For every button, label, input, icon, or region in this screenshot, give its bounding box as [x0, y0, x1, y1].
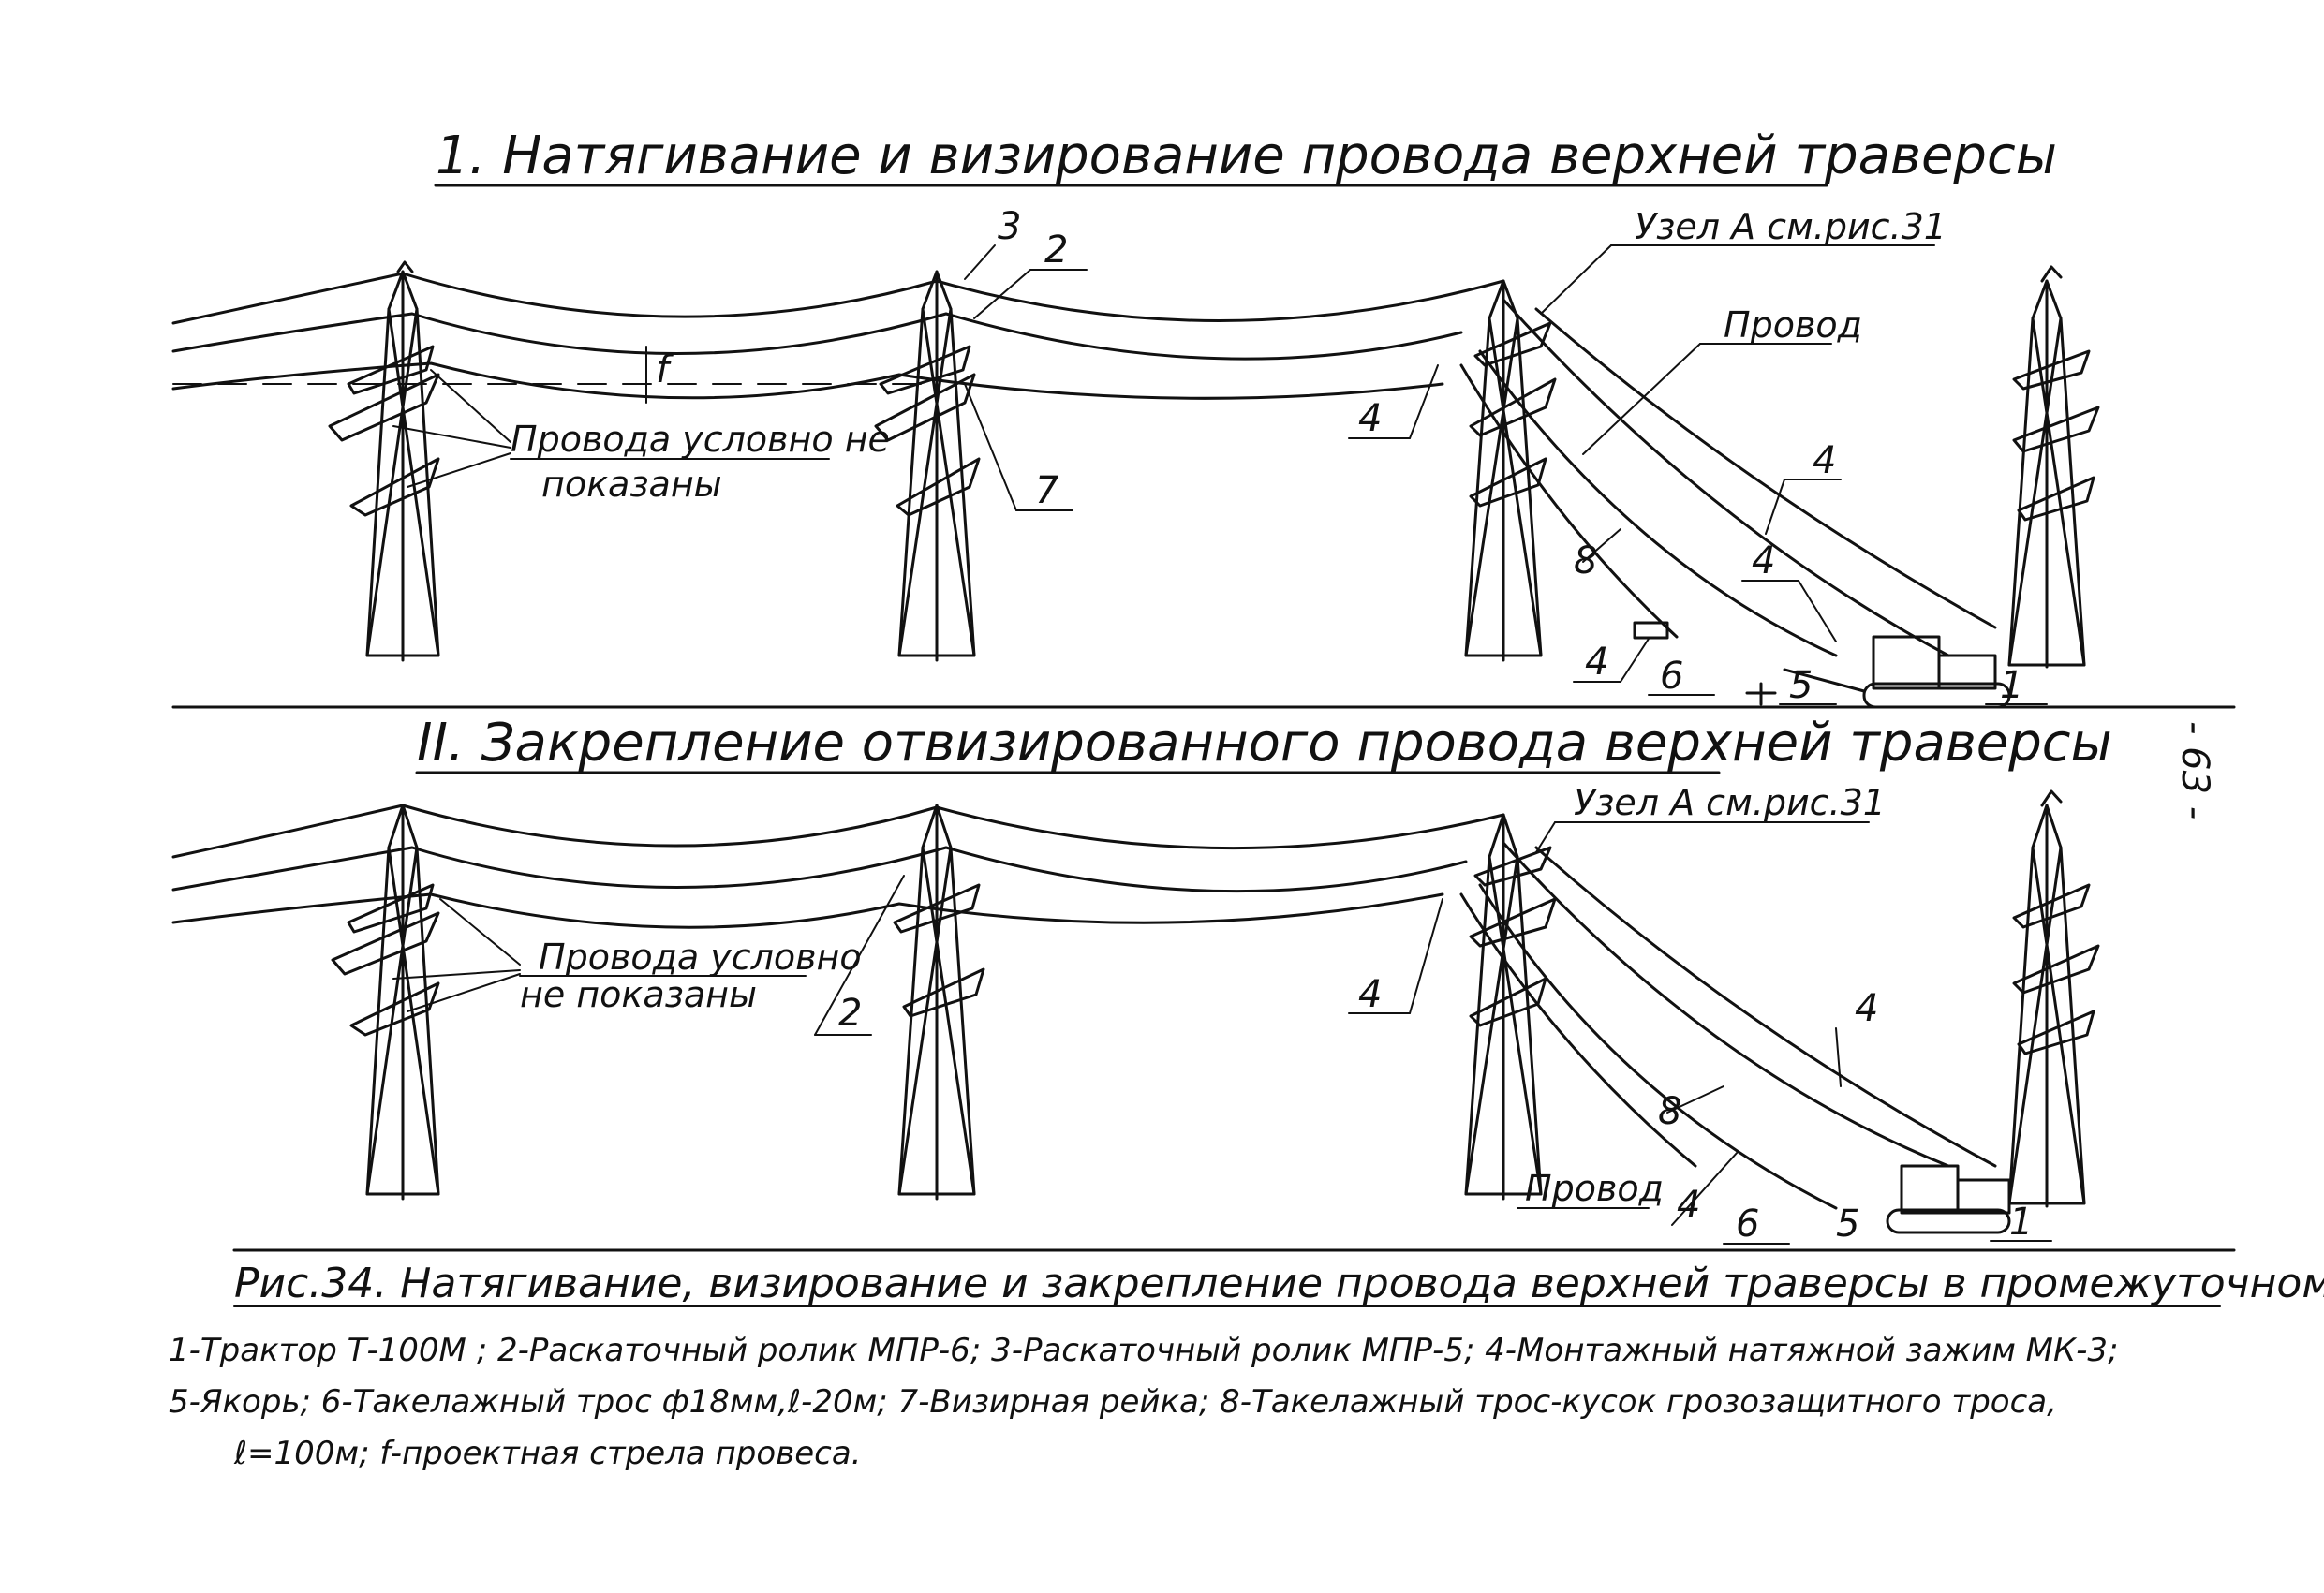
- label-4f: 4: [1855, 987, 1878, 1030]
- label-node-a-1: Узел А см.рис.31: [1635, 206, 1947, 247]
- label-5: 5: [1789, 664, 1813, 707]
- overhead-wires-1: [171, 272, 1997, 657]
- label-wires-not-shown-1b: показаны: [541, 464, 722, 505]
- tower-8: [2007, 789, 2100, 1208]
- label-wire-2: Провод: [1525, 1168, 1664, 1209]
- label-4d: 4: [1585, 641, 1608, 684]
- tower-7: [1464, 813, 1557, 1201]
- label-wire-1: Провод: [1724, 304, 1862, 346]
- label-wires-not-shown-1a: Провода условно не: [511, 419, 890, 460]
- label-6: 6: [1660, 655, 1683, 698]
- label-1b: 1: [2009, 1201, 2033, 1244]
- tower-3: [1464, 279, 1557, 662]
- figure-caption: Рис.34. Натягивание, визирование и закре…: [234, 1260, 2324, 1307]
- legend-line-3: ℓ=100м; f-проектная стрела провеса.: [233, 1435, 861, 1472]
- label-4c: 4: [1752, 539, 1775, 583]
- label-5b: 5: [1836, 1202, 1859, 1246]
- legend-line-2: 5-Якорь; 6-Такелажный трос ф18мм,ℓ-20м; …: [169, 1383, 2057, 1421]
- page-number: - 63 -: [2173, 721, 2216, 819]
- label-7: 7: [1035, 469, 1059, 512]
- tower-6: [893, 804, 985, 1201]
- tower-2: [874, 270, 981, 662]
- section-2-title: II. Закрепление отвизированного провода …: [417, 713, 2112, 774]
- tower-4: [2007, 265, 2100, 669]
- label-3: 3: [998, 205, 1021, 248]
- anchor-1: [1633, 621, 1777, 706]
- overhead-wires-2: [171, 804, 1997, 1210]
- section-1-title: 1. Натягивание и визирование провода вер…: [436, 125, 2057, 186]
- label-6b: 6: [1736, 1202, 1759, 1246]
- label-4b: 4: [1813, 439, 1836, 482]
- label-node-a-2: Узел А см.рис.31: [1574, 782, 1886, 823]
- label-4e: 4: [1358, 973, 1382, 1016]
- label-2: 2: [1044, 229, 1068, 272]
- label-8: 8: [1574, 539, 1597, 583]
- label-2b: 2: [838, 992, 862, 1035]
- tractor-1: [1783, 635, 2011, 709]
- section-2: II. Закрепление отвизированного провода …: [171, 713, 2112, 1246]
- legend-line-1: 1-Трактор Т-100М ; 2-Раскаточный ролик М…: [169, 1332, 2119, 1369]
- callouts-1: 3 2 f Провода условно не показаны 7 Узел…: [392, 205, 2048, 707]
- callouts-2: Узел А см.рис.31 Провода условно не пока…: [392, 782, 2052, 1246]
- label-wires-not-shown-2b: не показаны: [520, 974, 757, 1015]
- label-4a: 4: [1358, 397, 1382, 440]
- label-wires-not-shown-2a: Провода условно: [539, 937, 862, 978]
- tower-1: [328, 260, 440, 662]
- tractor-2: [1886, 1164, 2011, 1234]
- label-1: 1: [2000, 664, 2023, 707]
- section-1: 1. Натягивание и визирование провода вер…: [171, 125, 2100, 709]
- tower-5: [331, 804, 440, 1201]
